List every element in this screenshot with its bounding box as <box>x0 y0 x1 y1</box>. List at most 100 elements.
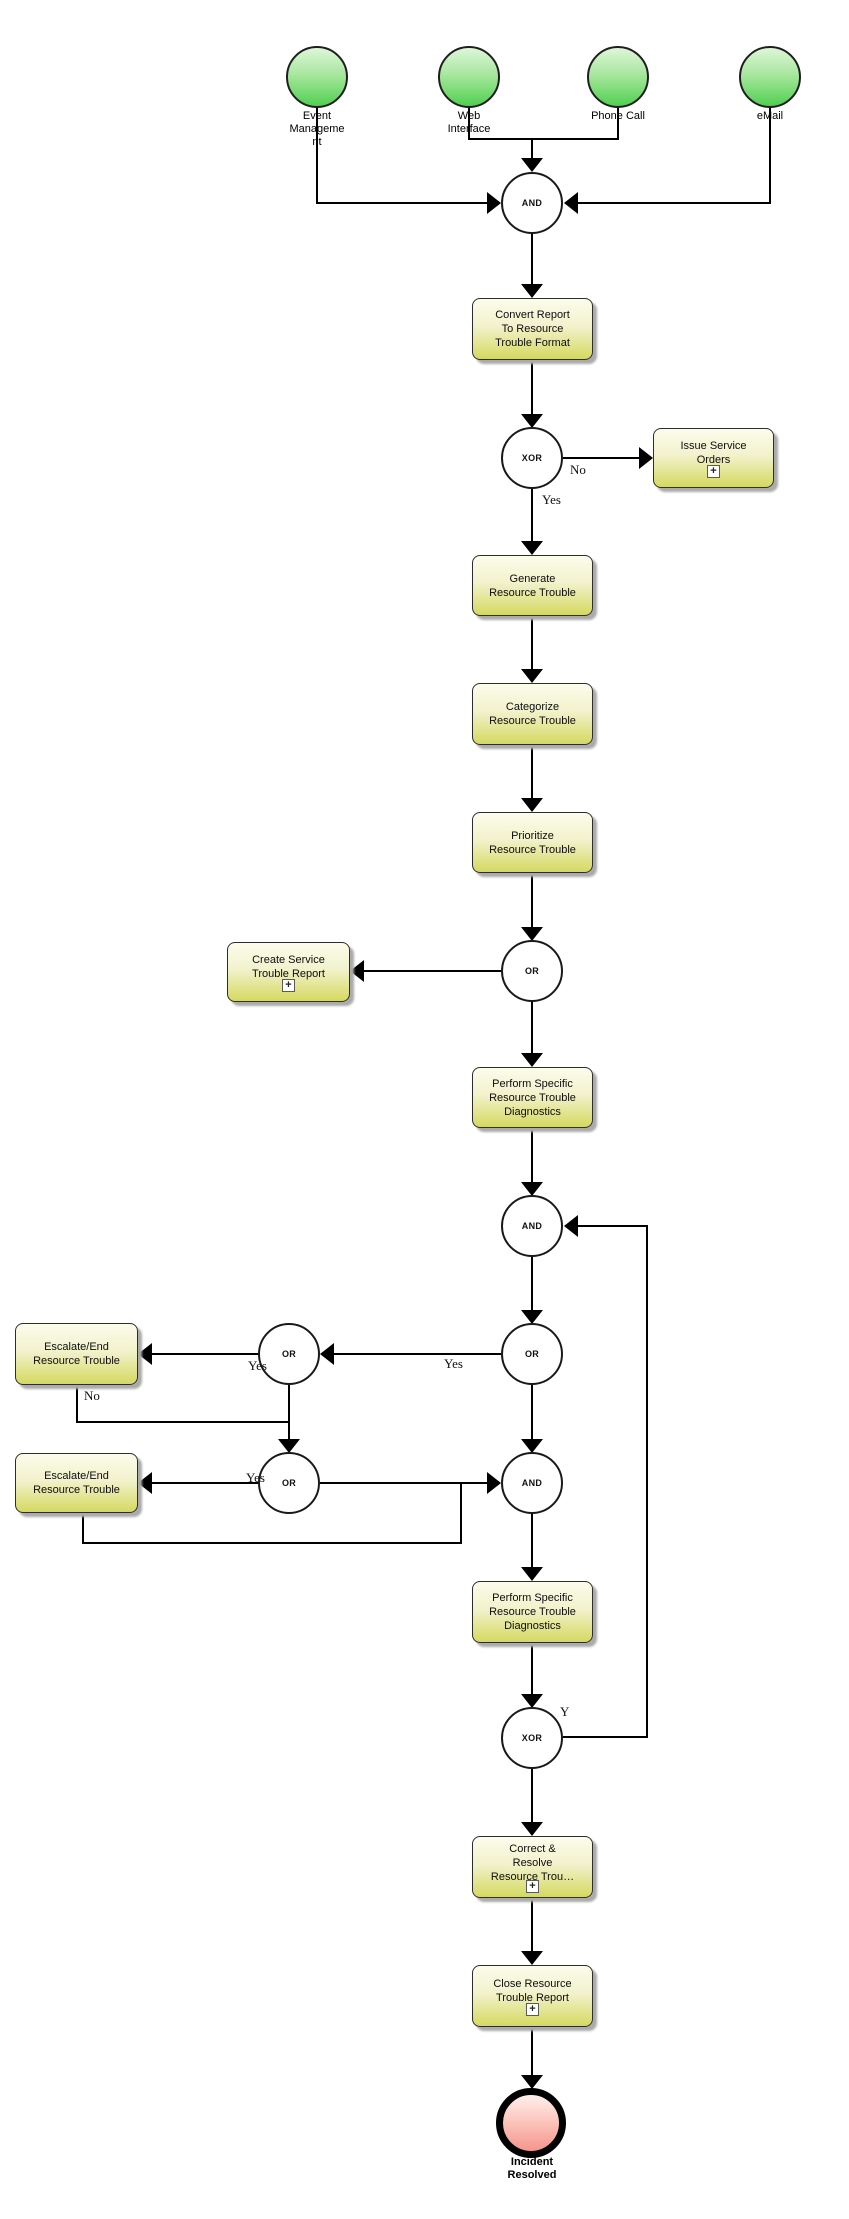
flow-line <box>82 1513 84 1544</box>
task-label: Issue Service Orders <box>680 439 747 466</box>
task-correct-and-resolve-resource-trouble[interactable]: Correct & Resolve Resource Trou… + <box>472 1836 593 1898</box>
task-label: Escalate/End Resource Trouble <box>33 1341 120 1367</box>
task-label: Categorize Resource Trouble <box>489 701 576 727</box>
end-event-incident-resolved[interactable] <box>496 2088 566 2158</box>
gateway-or-1[interactable]: OR <box>501 940 563 1002</box>
task-categorize-resource-trouble[interactable]: Categorize Resource Trouble <box>472 683 593 745</box>
task-issue-service-orders[interactable]: Issue Service Orders + <box>653 428 774 488</box>
flow-line <box>152 1482 259 1484</box>
start-event-email[interactable] <box>739 46 801 108</box>
task-label: Perform Specific Resource Trouble Diagno… <box>489 1592 576 1632</box>
arrowhead-down <box>521 158 543 172</box>
flow-line <box>82 1542 462 1544</box>
flow-line <box>531 488 533 542</box>
start-event-web-interface-label: Web Interface <box>447 110 491 135</box>
flow-line <box>334 1353 502 1355</box>
flow-line <box>531 1128 533 1183</box>
flow-line <box>531 1513 533 1568</box>
flow-line <box>769 107 771 203</box>
flow-line <box>646 1225 648 1738</box>
gateway-and-1[interactable]: AND <box>501 172 563 234</box>
task-label: Convert Report To Resource Trouble Forma… <box>495 309 570 349</box>
arrowhead-down <box>521 798 543 812</box>
gateway-label: XOR <box>521 1733 543 1743</box>
flow-line <box>531 1001 533 1054</box>
gateway-label: AND <box>521 198 543 208</box>
flow-line <box>76 1421 290 1423</box>
flow-line <box>152 1353 259 1355</box>
flow-line <box>531 1898 533 1952</box>
task-label: Correct & Resolve Resource Trou… <box>490 1842 575 1883</box>
subprocess-expand-icon[interactable]: + <box>282 978 295 992</box>
flow-line <box>531 1256 533 1311</box>
arrowhead-left <box>138 1343 152 1365</box>
flow-line <box>617 107 619 140</box>
arrowhead-right <box>487 192 501 214</box>
start-event-event-management[interactable] <box>286 46 348 108</box>
task-close-resource-trouble-report[interactable]: Close Resource Trouble Report + <box>472 1965 593 2027</box>
arrowhead-left <box>138 1472 152 1494</box>
gateway-label: OR <box>524 1349 540 1359</box>
edge-label-y: Y <box>560 1704 570 1719</box>
task-generate-resource-trouble[interactable]: Generate Resource Trouble <box>472 555 593 616</box>
flow-line <box>531 616 533 670</box>
flow-line <box>531 873 533 928</box>
arrowhead-down <box>521 284 543 298</box>
task-prioritize-resource-trouble[interactable]: Prioritize Resource Trouble <box>472 812 593 873</box>
gateway-label: XOR <box>521 453 543 463</box>
arrowhead-down <box>521 414 543 428</box>
gateway-or-3[interactable]: OR <box>258 1323 320 1385</box>
flow-line <box>531 2027 533 2076</box>
gateway-xor-1[interactable]: XOR <box>501 427 563 489</box>
end-event-incident-resolved-label: Incident Resolved <box>507 2156 557 2181</box>
subprocess-expand-icon[interactable]: + <box>707 464 720 478</box>
start-event-event-management-label: Event Manageme nt <box>289 110 345 148</box>
task-escalate-end-resource-trouble-2[interactable]: Escalate/End Resource Trouble <box>15 1453 138 1513</box>
task-label: Escalate/End Resource Trouble <box>33 1470 120 1496</box>
gateway-label: OR <box>281 1478 297 1488</box>
edge-label-yes-2: Yes <box>444 1356 463 1371</box>
flow-line <box>531 1384 533 1440</box>
edge-label-no-1: No <box>570 462 586 477</box>
subprocess-expand-icon[interactable]: + <box>526 2002 539 2016</box>
start-event-phone-call[interactable] <box>587 46 649 108</box>
gateway-or-2[interactable]: OR <box>501 1323 563 1385</box>
flow-line <box>563 457 640 459</box>
task-convert-report-to-resource-trouble-format[interactable]: Convert Report To Resource Trouble Forma… <box>472 298 593 360</box>
task-create-service-trouble-report[interactable]: Create Service Trouble Report + <box>227 942 350 1002</box>
gateway-and-3[interactable]: AND <box>501 1452 563 1514</box>
flow-line <box>531 360 533 415</box>
gateway-xor-2[interactable]: XOR <box>501 1707 563 1769</box>
task-escalate-end-resource-trouble-1[interactable]: Escalate/End Resource Trouble <box>15 1323 138 1385</box>
task-label: Generate Resource Trouble <box>489 572 576 599</box>
subprocess-expand-icon[interactable]: + <box>526 1879 539 1893</box>
flow-line <box>531 1643 533 1695</box>
start-event-email-label: eMail <box>756 110 784 122</box>
flow-line <box>364 970 503 972</box>
task-label: Prioritize Resource Trouble <box>489 829 576 856</box>
gateway-and-2[interactable]: AND <box>501 1195 563 1257</box>
arrowhead-down <box>521 1694 543 1708</box>
flow-line <box>468 138 619 140</box>
flow-line <box>316 107 318 203</box>
flow-line <box>460 1483 462 1543</box>
gateway-or-4[interactable]: OR <box>258 1452 320 1514</box>
task-perform-specific-resource-trouble-diagnostics-2[interactable]: Perform Specific Resource Trouble Diagno… <box>472 1581 593 1643</box>
arrowhead-down <box>521 541 543 555</box>
flow-line <box>531 745 533 799</box>
task-perform-specific-resource-trouble-diagnostics-1[interactable]: Perform Specific Resource Trouble Diagno… <box>472 1067 593 1128</box>
flow-line <box>320 1482 488 1484</box>
start-event-web-interface[interactable] <box>438 46 500 108</box>
task-label: Create Service Trouble Report <box>252 953 325 980</box>
arrowhead-left <box>564 1215 578 1237</box>
arrowhead-down <box>521 1053 543 1067</box>
flow-line <box>563 1736 648 1738</box>
arrowhead-left <box>564 192 578 214</box>
gateway-label: AND <box>521 1478 543 1488</box>
arrowhead-right <box>487 1472 501 1494</box>
flow-line <box>578 1225 648 1227</box>
arrowhead-down <box>521 1567 543 1581</box>
arrowhead-left <box>350 960 364 982</box>
flow-line <box>531 233 533 285</box>
